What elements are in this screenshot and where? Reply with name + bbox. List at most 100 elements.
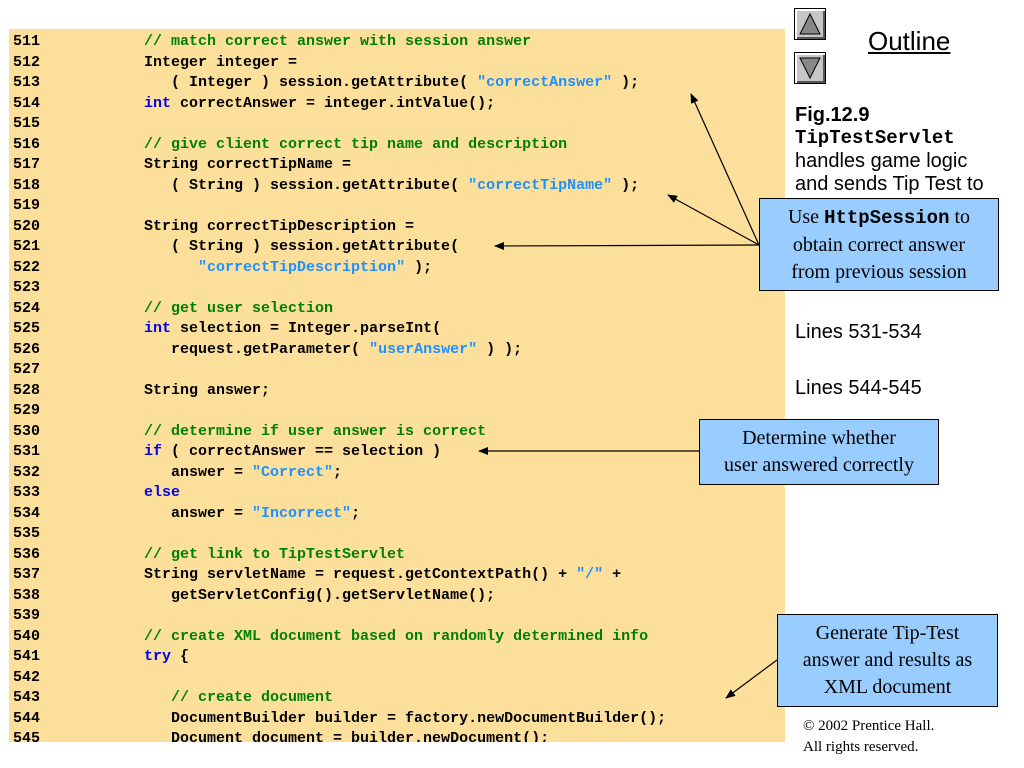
code-line: 536 // get link to TipTestServlet bbox=[9, 545, 666, 566]
code-line: 521 ( String ) session.getAttribute( bbox=[9, 237, 666, 258]
arrow-to-line-544 bbox=[725, 659, 778, 699]
line-number: 536 bbox=[13, 545, 41, 563]
code-token: // get user selection bbox=[144, 299, 334, 317]
code-token: int bbox=[144, 320, 172, 337]
callout-session-pre: Use bbox=[787, 205, 825, 228]
line-number: 534 bbox=[13, 504, 41, 522]
copyright-line1: © 2002 Prentice Hall. bbox=[803, 718, 935, 734]
callout-correct-line2: user answered correctly bbox=[724, 454, 914, 476]
outline-link[interactable]: Outline bbox=[868, 26, 951, 56]
callout-session-line3: from previous session bbox=[791, 260, 967, 283]
code-token: try bbox=[144, 648, 172, 665]
lines-reference-1: Lines 531-534 bbox=[795, 321, 922, 343]
line-number: 513 bbox=[13, 74, 41, 91]
code-token: // match correct answer with session ans… bbox=[144, 33, 532, 50]
code-token: // get link to TipTestServlet bbox=[144, 545, 406, 563]
code-line: 517 String correctTipName = bbox=[9, 155, 666, 176]
code-line: 520 String correctTipDescription = bbox=[9, 217, 666, 238]
callout-session-line2: obtain correct answer bbox=[792, 233, 966, 256]
callout-session-post: to bbox=[949, 205, 971, 228]
code-token: "Correct" bbox=[252, 463, 334, 481]
figure-label: Fig.12.9 bbox=[795, 104, 870, 126]
code-line: 522 "correctTipDescription" ); bbox=[9, 258, 666, 279]
line-number: 525 bbox=[13, 320, 41, 337]
code-token: ); bbox=[612, 74, 640, 91]
code-line: 539 bbox=[9, 606, 666, 627]
code-line: 523 bbox=[9, 278, 666, 299]
code-line: 518 ( String ) session.getAttribute( "co… bbox=[9, 176, 666, 197]
callout-http-session: Use HttpSession to obtain correct answer… bbox=[759, 198, 999, 291]
code-token: ; bbox=[351, 504, 361, 522]
code-token: answer = bbox=[63, 463, 253, 481]
line-number: 511 bbox=[13, 33, 41, 50]
line-number: 520 bbox=[13, 217, 41, 235]
line-number: 521 bbox=[13, 238, 41, 255]
arrow-to-line-518 bbox=[667, 194, 760, 246]
line-number: 526 bbox=[13, 340, 41, 358]
triangle-down-icon bbox=[799, 57, 821, 80]
line-number: 538 bbox=[13, 586, 41, 604]
code-token: int bbox=[144, 94, 172, 112]
code-token: ); bbox=[612, 176, 640, 194]
previous-slide-button[interactable] bbox=[794, 8, 826, 40]
line-number: 540 bbox=[13, 627, 41, 645]
line-number: 523 bbox=[13, 279, 41, 296]
line-number: 518 bbox=[13, 176, 41, 194]
code-token: request.getParameter( bbox=[63, 340, 370, 358]
code-line: 542 bbox=[9, 668, 666, 689]
code-line: 528 String answer; bbox=[9, 381, 666, 402]
code-token: "correctAnswer" bbox=[477, 74, 613, 91]
code-line: 537 String servletName = request.getCont… bbox=[9, 565, 666, 586]
figure-caption: Fig.12.9 TipTestServlet handles game log… bbox=[795, 104, 1015, 196]
next-slide-button[interactable] bbox=[794, 52, 826, 84]
line-number: 542 bbox=[13, 668, 41, 686]
line-number: 541 bbox=[13, 648, 41, 665]
line-number: 532 bbox=[13, 463, 41, 481]
code-token: if bbox=[144, 443, 163, 460]
line-number: 528 bbox=[13, 381, 41, 399]
code-token: "userAnswer" bbox=[369, 340, 478, 358]
line-number: 529 bbox=[13, 402, 41, 419]
code-token: answer = bbox=[63, 504, 253, 522]
code-token: + bbox=[603, 566, 622, 583]
line-number: 512 bbox=[13, 53, 41, 71]
callout-correct-line1: Determine whether bbox=[742, 427, 896, 449]
lines-reference-2: Lines 544-545 bbox=[795, 377, 922, 399]
code-token: String correctTipName = bbox=[63, 156, 352, 173]
code-line: 535 bbox=[9, 524, 666, 545]
line-number: 544 bbox=[13, 709, 41, 727]
callout-generate-xml: Generate Tip-Test answer and results as … bbox=[777, 614, 998, 707]
figure-description-line1: handles game logic bbox=[795, 150, 968, 172]
line-number: 537 bbox=[13, 566, 41, 583]
code-token: String correctTipDescription = bbox=[63, 217, 415, 235]
arrow-to-line-521 bbox=[494, 241, 760, 250]
code-token: else bbox=[144, 484, 181, 501]
copyright-notice: © 2002 Prentice Hall. All rights reserve… bbox=[803, 716, 934, 758]
code-token: ( String ) session.getAttribute( bbox=[63, 176, 469, 194]
code-line: 514 int correctAnswer = integer.intValue… bbox=[9, 94, 666, 115]
code-line: 516 // give client correct tip name and … bbox=[9, 135, 666, 156]
code-line: 513 ( Integer ) session.getAttribute( "c… bbox=[9, 73, 666, 94]
line-number: 533 bbox=[13, 484, 41, 501]
callout-xml-line3: XML document bbox=[823, 676, 952, 698]
code-token: ); bbox=[405, 258, 433, 276]
code-line: 534 answer = "Incorrect"; bbox=[9, 504, 666, 525]
code-token: Document document = builder.newDocument(… bbox=[63, 730, 550, 742]
code-line: 512 Integer integer = bbox=[9, 53, 666, 74]
code-line: 530 // determine if user answer is corre… bbox=[9, 422, 666, 443]
code-token: // determine if user answer is correct bbox=[144, 422, 487, 440]
line-number: 514 bbox=[13, 94, 41, 112]
code-line: 532 answer = "Correct"; bbox=[9, 463, 666, 484]
callout-xml-line1: Generate Tip-Test bbox=[815, 622, 960, 644]
code-line: 544 DocumentBuilder builder = factory.ne… bbox=[9, 709, 666, 730]
line-number: 522 bbox=[13, 258, 41, 276]
code-line: 545 Document document = builder.newDocum… bbox=[9, 729, 666, 742]
code-token: "Incorrect" bbox=[252, 504, 352, 522]
code-token: ( Integer ) session.getAttribute( bbox=[63, 74, 478, 91]
code-token: selection = Integer.parseInt( bbox=[171, 320, 442, 337]
callout-xml-line2: answer and results as bbox=[802, 649, 973, 671]
figure-description-line2: and sends Tip Test to bbox=[795, 173, 984, 195]
code-token: "correctTipName" bbox=[468, 176, 613, 194]
code-token: correctAnswer = integer.intValue(); bbox=[171, 94, 496, 112]
